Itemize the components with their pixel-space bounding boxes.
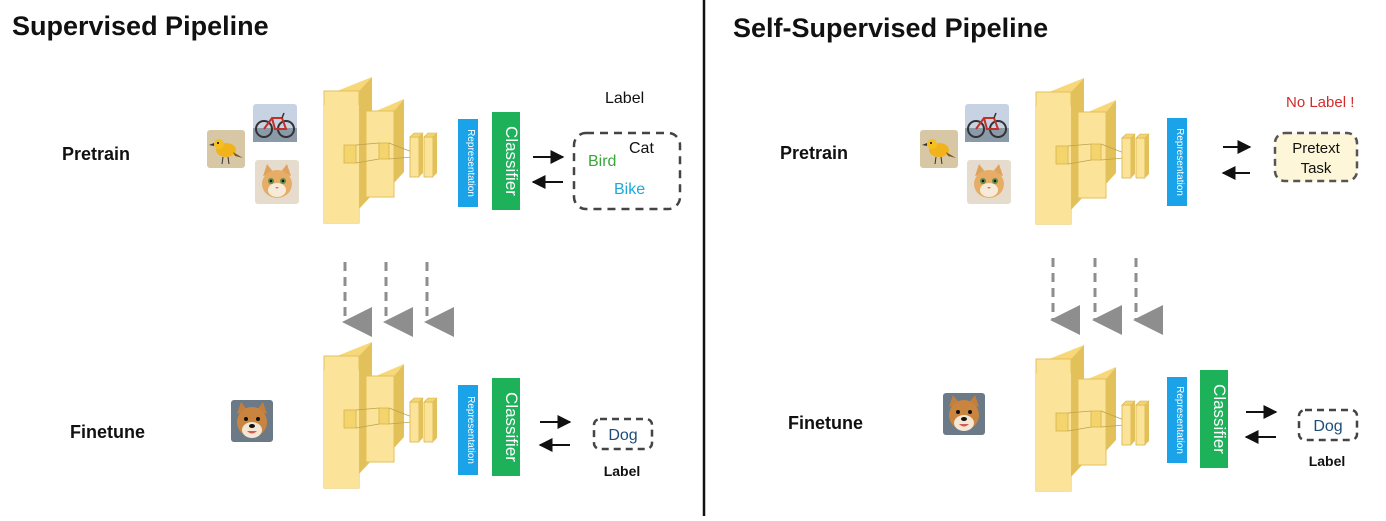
right-label-bottom: Label xyxy=(1309,453,1346,469)
cat-image xyxy=(967,160,1011,204)
right-finetune-cnn xyxy=(1035,344,1150,492)
left-pretrain-cnn xyxy=(323,76,438,224)
right-pretrain-label: Pretrain xyxy=(780,143,848,163)
left-dog-label: Dog xyxy=(608,427,637,444)
bird-image xyxy=(206,129,246,169)
pretext-task-box xyxy=(1273,131,1359,183)
bicycle-image xyxy=(964,103,1010,143)
left-dog-box xyxy=(592,417,654,451)
right-representation-text: Representation xyxy=(1174,128,1185,196)
supervised-title: Supervised Pipeline xyxy=(12,11,269,41)
bird-image xyxy=(919,129,959,169)
right-dog-label: Dog xyxy=(1313,418,1342,435)
left-classifier-bar xyxy=(492,112,520,210)
right-dog-box xyxy=(1297,408,1359,442)
left-ft-representation-text: Representation xyxy=(465,396,476,464)
right-representation-bar xyxy=(1167,118,1187,206)
right-ft-representation-text: Representation xyxy=(1174,386,1185,454)
bicycle-image xyxy=(252,103,298,143)
class-bike: Bike xyxy=(614,181,645,198)
left-ft-representation-bar xyxy=(458,385,478,475)
class-bird: Bird xyxy=(588,153,616,170)
right-ft-representation-bar xyxy=(1167,377,1187,463)
no-label-text: No Label ! xyxy=(1286,94,1354,111)
right-ft-classifier-bar xyxy=(1200,370,1228,468)
cat-image xyxy=(255,160,299,204)
dog-image xyxy=(943,393,985,435)
left-ft-classifier-bar xyxy=(492,378,520,476)
right-pretrain-cnn xyxy=(1035,77,1150,225)
left-ft-classifier-text: Classifier xyxy=(502,392,521,462)
left-classifier-text: Classifier xyxy=(502,126,521,196)
left-representation-bar xyxy=(458,119,478,207)
left-label-box xyxy=(572,131,682,211)
dog-image xyxy=(231,400,273,442)
right-ft-classifier-text: Classifier xyxy=(1210,384,1229,454)
left-label-top: Label xyxy=(605,90,644,107)
left-label-bottom: Label xyxy=(604,463,641,479)
pretext-line2: Task xyxy=(1301,160,1332,177)
left-finetune-label: Finetune xyxy=(70,422,145,442)
left-pretrain-label: Pretrain xyxy=(62,144,130,164)
self-supervised-title: Self-Supervised Pipeline xyxy=(733,13,1048,43)
right-finetune-label: Finetune xyxy=(788,413,863,433)
pretext-line1: Pretext xyxy=(1292,140,1340,157)
left-representation-text: Representation xyxy=(465,129,476,197)
class-cat: Cat xyxy=(629,140,654,157)
left-finetune-cnn xyxy=(323,341,438,489)
